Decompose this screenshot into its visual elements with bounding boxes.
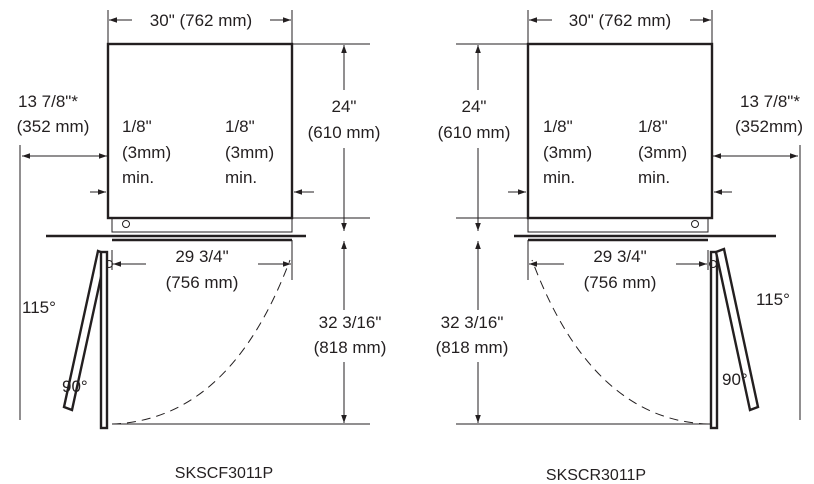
right-hinge-top [691, 220, 699, 228]
left-angle-115: 115° [22, 298, 56, 317]
left-gap-left-line2: (3mm) [122, 143, 171, 162]
right-angle-115: 115° [756, 290, 790, 309]
right-swing-arc [531, 259, 709, 425]
left-cabinet [106, 42, 294, 220]
right-side-clearance-imperial: 13 7/8"* [740, 92, 800, 111]
left-doorwidth-metric: (756 mm) [166, 273, 239, 292]
left-gap-right-line3: min. [225, 168, 257, 187]
right-angle-90: 90° [722, 370, 748, 389]
left-base [111, 218, 293, 233]
left-model-label: SKSCF3011P [175, 465, 273, 482]
right-door-90 [709, 250, 719, 430]
right-swing-imperial: 32 3/16" [441, 313, 504, 332]
left-swing-metric: (818 mm) [314, 338, 387, 357]
right-doorwidth-metric: (756 mm) [584, 273, 657, 292]
right-base [527, 218, 709, 233]
right-doorwidth-imperial: 29 3/4" [593, 247, 646, 266]
left-swing-arc [111, 259, 291, 425]
left-door-90 [99, 250, 109, 430]
right-gap-left-line2: (3mm) [543, 143, 592, 162]
left-gap-right-line2: (3mm) [225, 143, 274, 162]
right-depth-imperial: 24" [462, 97, 487, 116]
left-hinge-top [122, 220, 130, 228]
right-depth-metric: (610 mm) [438, 123, 511, 142]
left-side-clearance-imperial: 13 7/8"* [18, 92, 78, 111]
right-model-label: SKSCR3011P [546, 467, 646, 484]
left-doorwidth-imperial: 29 3/4" [175, 247, 228, 266]
right-gap-left-line3: min. [543, 168, 575, 187]
right-door-115 [714, 247, 760, 412]
left-swing-imperial: 32 3/16" [319, 313, 382, 332]
left-gap-left-line3: min. [122, 168, 154, 187]
right-width-label: 30" (762 mm) [569, 11, 671, 30]
left-side-clearance-metric: (352 mm) [17, 117, 90, 136]
right-gap-right-line3: min. [638, 168, 670, 187]
left-depth-imperial: 24" [332, 97, 357, 116]
right-swing-metric: (818 mm) [436, 338, 509, 357]
left-angle-90: 90° [62, 377, 88, 396]
right-cabinet [526, 42, 714, 220]
right-door-115-hinge [709, 260, 717, 268]
right-gap-right-line1: 1/8" [638, 117, 668, 136]
right-side-clearance-metric: (352mm) [735, 117, 803, 136]
right-gap-left-line1: 1/8" [543, 117, 573, 136]
right-diagram: 30" (762 mm) 24" (610 mm) 1/8" (3mm) min… [436, 10, 803, 484]
left-depth-metric: (610 mm) [308, 123, 381, 142]
right-gap-right-line2: (3mm) [638, 143, 687, 162]
left-gap-left-line1: 1/8" [122, 117, 152, 136]
left-diagram: 30" (762 mm) 13 7/8"* (352 mm) 1/8" (3mm… [17, 10, 387, 482]
left-width-label: 30" (762 mm) [150, 11, 252, 30]
left-gap-right-line1: 1/8" [225, 117, 255, 136]
